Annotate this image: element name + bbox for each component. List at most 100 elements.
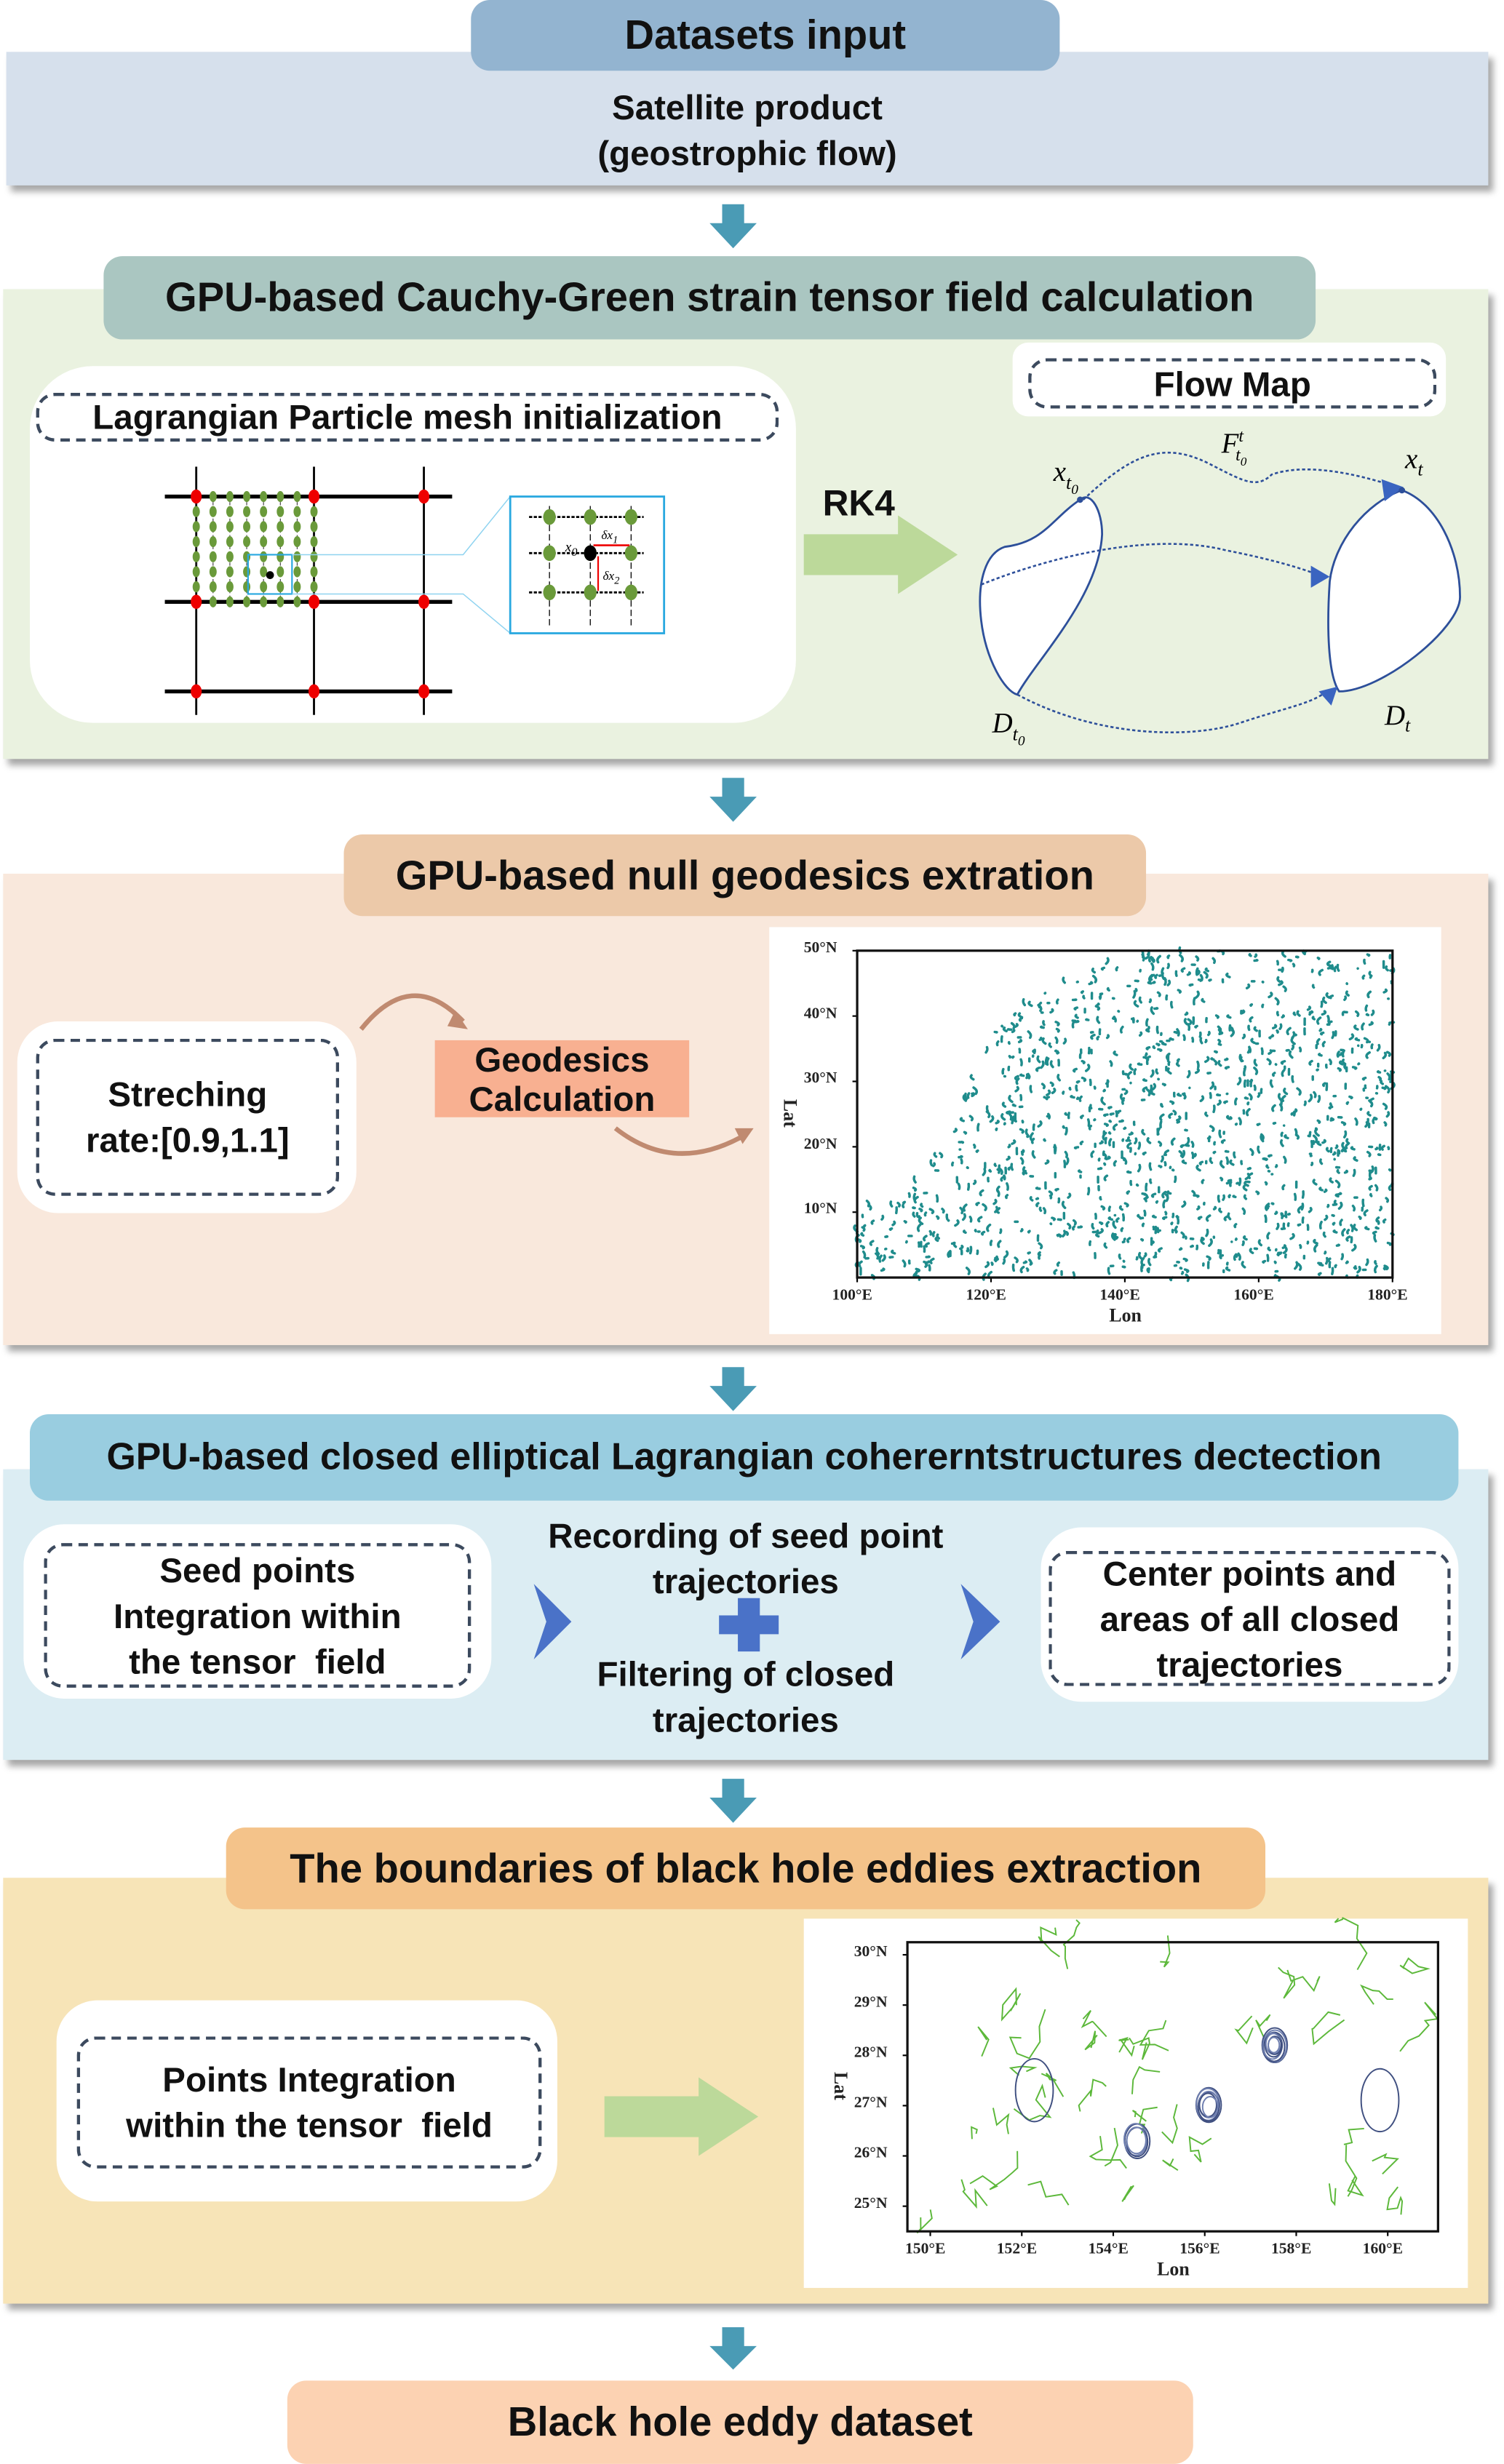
geodesic-segment (1284, 1134, 1289, 1140)
geodesic-segment (1376, 1043, 1381, 1052)
geodesic-segment (1162, 1199, 1166, 1208)
geodesic-segment (1276, 1222, 1280, 1230)
geodesic-contour (1081, 2009, 1107, 2038)
geodesic-segment (1154, 973, 1158, 979)
eddy-boundary (1268, 2036, 1281, 2054)
geodesic-segment (1328, 1058, 1332, 1066)
geodesic-segment (1179, 1267, 1183, 1270)
geodesic-segment (1341, 1228, 1346, 1237)
geodesic-contour (1234, 2015, 1254, 2045)
geodesic-segment (1147, 1026, 1150, 1031)
particle-dot (226, 581, 234, 593)
geodesic-segment (1181, 1149, 1186, 1159)
inset-particle (543, 545, 556, 562)
geodesic-contour (1347, 2175, 1364, 2197)
seed-line3: the tensor field (129, 1641, 386, 1681)
geodesic-segment (1274, 1164, 1278, 1168)
geodesic-segment (1021, 1120, 1024, 1124)
geodesic-segment (1096, 1016, 1101, 1024)
geodesic-segment (1146, 1088, 1151, 1097)
geodesic-segment (1118, 1205, 1124, 1211)
geodesic-segment (1301, 1190, 1305, 1199)
geodesic-segment (1262, 1157, 1268, 1161)
geodesic-segment (1241, 1261, 1246, 1269)
geodesic-segment (1029, 1085, 1033, 1093)
geodesic-segment (1073, 1146, 1080, 1149)
geodesic-segment (1343, 995, 1348, 1002)
particle-dot (310, 506, 318, 517)
geodesic-segment (1146, 1267, 1150, 1274)
geodesic-segment (1375, 1216, 1380, 1223)
geodesic-segment (1119, 1025, 1124, 1034)
geodesic-segment (1149, 1178, 1153, 1184)
geodesic-segment (1352, 1168, 1356, 1177)
geodesic-segment (1117, 1010, 1121, 1013)
geodesic-segment (1288, 1050, 1294, 1059)
geodesic-segment (1257, 1239, 1262, 1247)
geodesic-segment (1332, 1203, 1338, 1206)
geodesic-segment (880, 1267, 886, 1272)
geodesic-segment (1244, 1096, 1249, 1100)
elliptical-lcs-header: GPU-based closed elliptical Lagrangian c… (29, 1414, 1459, 1501)
geodesic-segment (1227, 1179, 1233, 1183)
geodesic-segment (1374, 1260, 1377, 1265)
geodesic-segment (1152, 1045, 1156, 1050)
geodesic-segment (1224, 1057, 1229, 1061)
geodesic-segment (1353, 1156, 1358, 1162)
geodesic-segment (1345, 1229, 1350, 1235)
geodesic-segment (1187, 1018, 1193, 1025)
geodesic-segment (861, 1226, 866, 1232)
geodesic-segment (1014, 1256, 1019, 1264)
xt-label: xt (1405, 443, 1423, 481)
geodesic-segment (998, 1164, 1001, 1172)
particle-dot (260, 536, 268, 548)
record-line2: trajectories (652, 1562, 839, 1602)
zoom-region (247, 554, 293, 595)
geodesic-segment (928, 1229, 933, 1236)
geodesic-segment (1010, 1021, 1016, 1030)
geodesic-segment (996, 1168, 1001, 1174)
geodesic-segment (979, 1189, 984, 1197)
geodesic-segment (984, 1261, 990, 1269)
geodesic-segment (1319, 1031, 1325, 1036)
geodesic-segment (1337, 1052, 1344, 1056)
geodesic-segment (1327, 1257, 1332, 1262)
geodesic-segment (1056, 1261, 1061, 1267)
geodesic-segment (1155, 1068, 1159, 1075)
geodesic-segment (1281, 1244, 1287, 1250)
particle-dot (209, 566, 217, 578)
datasets-header: Datasets input (471, 0, 1060, 71)
geodesic-segment (1334, 1193, 1340, 1198)
geodesic-segment (1014, 1074, 1019, 1081)
geodesic-segment (1062, 976, 1067, 984)
geodesic-segment (962, 1094, 968, 1102)
geodesic-segment (995, 1040, 1000, 1047)
geodesic-segment (1332, 1229, 1338, 1234)
geodesic-segment (1027, 1229, 1031, 1234)
geodesic-segment (1237, 1252, 1241, 1261)
geodesic-segment (1035, 1066, 1041, 1072)
geodesic-segment (1064, 1126, 1068, 1136)
geodesic-segment (926, 1260, 931, 1264)
geodesic-segment (1178, 1150, 1183, 1157)
geodesic-segment (1195, 955, 1200, 962)
geodesic-segment (1296, 1010, 1301, 1017)
geodesic-contour (1255, 2014, 1271, 2038)
geodesic-segment (1123, 1237, 1126, 1241)
geodesic-segment (1004, 1194, 1009, 1200)
geodesic-segment (1180, 1270, 1185, 1275)
geodesic-contour (1041, 2073, 1065, 2097)
geodesic-segment (996, 1189, 1000, 1197)
geodesic-segment (1183, 1018, 1189, 1026)
geodesic-segment (1172, 1109, 1177, 1116)
rk4-arrow-icon (803, 515, 958, 594)
geodesic-segment (878, 1254, 883, 1263)
geodesic-segment (891, 1220, 896, 1227)
geodesic-segment (1225, 1115, 1231, 1120)
seed-points-box: Seed points Integration within the tenso… (44, 1543, 472, 1688)
flow-path (981, 543, 1324, 586)
geodesic-segment (1150, 1006, 1155, 1016)
geodesic-segment (1045, 1096, 1051, 1101)
x-tick-label: 152°E (996, 2241, 1038, 2258)
